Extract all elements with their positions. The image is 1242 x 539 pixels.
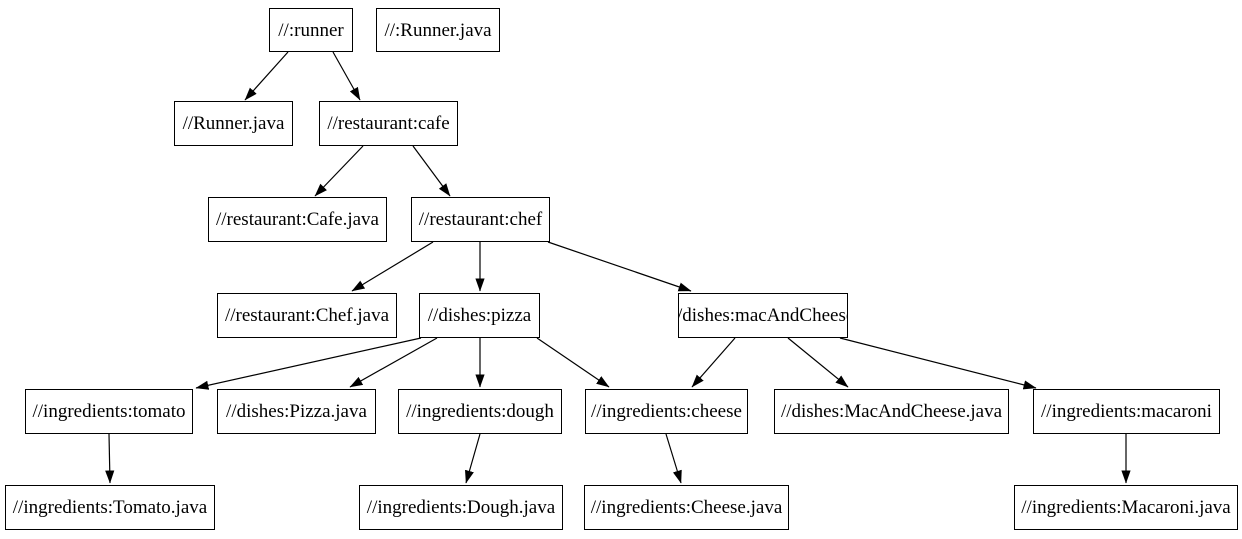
graph-node-cafe-java: //restaurant:Cafe.java bbox=[208, 197, 387, 242]
graph-node-cafe: //restaurant:cafe bbox=[319, 101, 458, 146]
graph-node-runner-java-file: //Runner.java bbox=[174, 101, 293, 146]
graph-node-tomato: //ingredients:tomato bbox=[25, 389, 193, 434]
edge-chef-to-mac-and-cheese bbox=[547, 241, 692, 292]
graph-node-chef: //restaurant:chef bbox=[411, 197, 550, 242]
edge-mac-and-cheese-to-mac-and-cheese-java bbox=[787, 337, 849, 388]
graph-node-label: //ingredients:Macaroni.java bbox=[1021, 497, 1231, 518]
graph-node-label: //Runner.java bbox=[182, 113, 285, 134]
graph-node-label: //ingredients:Dough.java bbox=[366, 497, 556, 518]
graph-node-label: //restaurant:cafe bbox=[327, 113, 450, 134]
graph-node-runner: //:runner bbox=[269, 8, 353, 52]
graph-node-chef-java: //restaurant:Chef.java bbox=[217, 293, 397, 338]
graph-node-label: //dishes:Pizza.java bbox=[226, 401, 367, 422]
edge-mac-and-cheese-to-macaroni bbox=[839, 337, 1037, 390]
graph-node-label: //dishes:macAndCheese bbox=[678, 305, 848, 326]
graph-node-label: //ingredients:Cheese.java bbox=[590, 497, 783, 518]
graph-node-mac-and-cheese: //dishes:macAndCheese bbox=[678, 293, 848, 338]
graph-node-macaroni: //ingredients:macaroni bbox=[1033, 389, 1220, 434]
graph-node-label: //restaurant:Chef.java bbox=[224, 305, 390, 326]
graph-node-runner-java: //:Runner.java bbox=[376, 8, 500, 52]
edge-mac-and-cheese-to-cheese bbox=[691, 337, 736, 388]
edge-pizza-to-pizza-java bbox=[349, 337, 438, 388]
edge-cafe-to-cafe-java bbox=[314, 145, 364, 197]
graph-node-label: //dishes:MacAndCheese.java bbox=[780, 401, 1003, 422]
edge-runner-to-runner-java-file bbox=[244, 51, 289, 101]
graph-edges bbox=[105, 51, 1131, 484]
graph-node-cheese-java: //ingredients:Cheese.java bbox=[584, 485, 789, 530]
edge-cafe-to-chef bbox=[412, 145, 451, 197]
graph-node-label: //ingredients:dough bbox=[406, 401, 554, 422]
edge-pizza-to-tomato bbox=[195, 337, 422, 390]
graph-node-pizza-java: //dishes:Pizza.java bbox=[217, 389, 376, 434]
graph-node-label: //dishes:pizza bbox=[427, 305, 532, 326]
graph-node-label: //ingredients:tomato bbox=[32, 401, 186, 422]
graph-node-mac-and-cheese-java: //dishes:MacAndCheese.java bbox=[774, 389, 1009, 434]
edge-cheese-to-cheese-java bbox=[665, 433, 682, 484]
graph-node-label: //restaurant:chef bbox=[418, 209, 543, 230]
graph-node-label: //:runner bbox=[278, 19, 344, 41]
graph-node-dough-java: //ingredients:Dough.java bbox=[359, 485, 563, 530]
graph-node-label: //ingredients:cheese bbox=[591, 401, 742, 422]
edge-pizza-to-cheese bbox=[536, 337, 610, 388]
edge-dough-to-dough-java bbox=[465, 433, 481, 484]
graph-node-dough: //ingredients:dough bbox=[398, 389, 562, 434]
graph-node-macaroni-java: //ingredients:Macaroni.java bbox=[1014, 485, 1238, 530]
graph-node-pizza: //dishes:pizza bbox=[419, 293, 540, 338]
graph-node-tomato-java: //ingredients:Tomato.java bbox=[5, 485, 215, 530]
graph-node-label: //restaurant:Cafe.java bbox=[215, 209, 379, 230]
graph-node-label: //ingredients:macaroni bbox=[1041, 401, 1212, 422]
graph-node-cheese: //ingredients:cheese bbox=[585, 389, 748, 434]
edge-tomato-to-tomato-java bbox=[105, 433, 115, 484]
graph-node-label: //ingredients:Tomato.java bbox=[12, 497, 208, 518]
graph-node-label: //:Runner.java bbox=[384, 19, 492, 41]
edge-chef-to-chef-java bbox=[351, 241, 434, 292]
edge-runner-to-cafe bbox=[332, 51, 361, 101]
